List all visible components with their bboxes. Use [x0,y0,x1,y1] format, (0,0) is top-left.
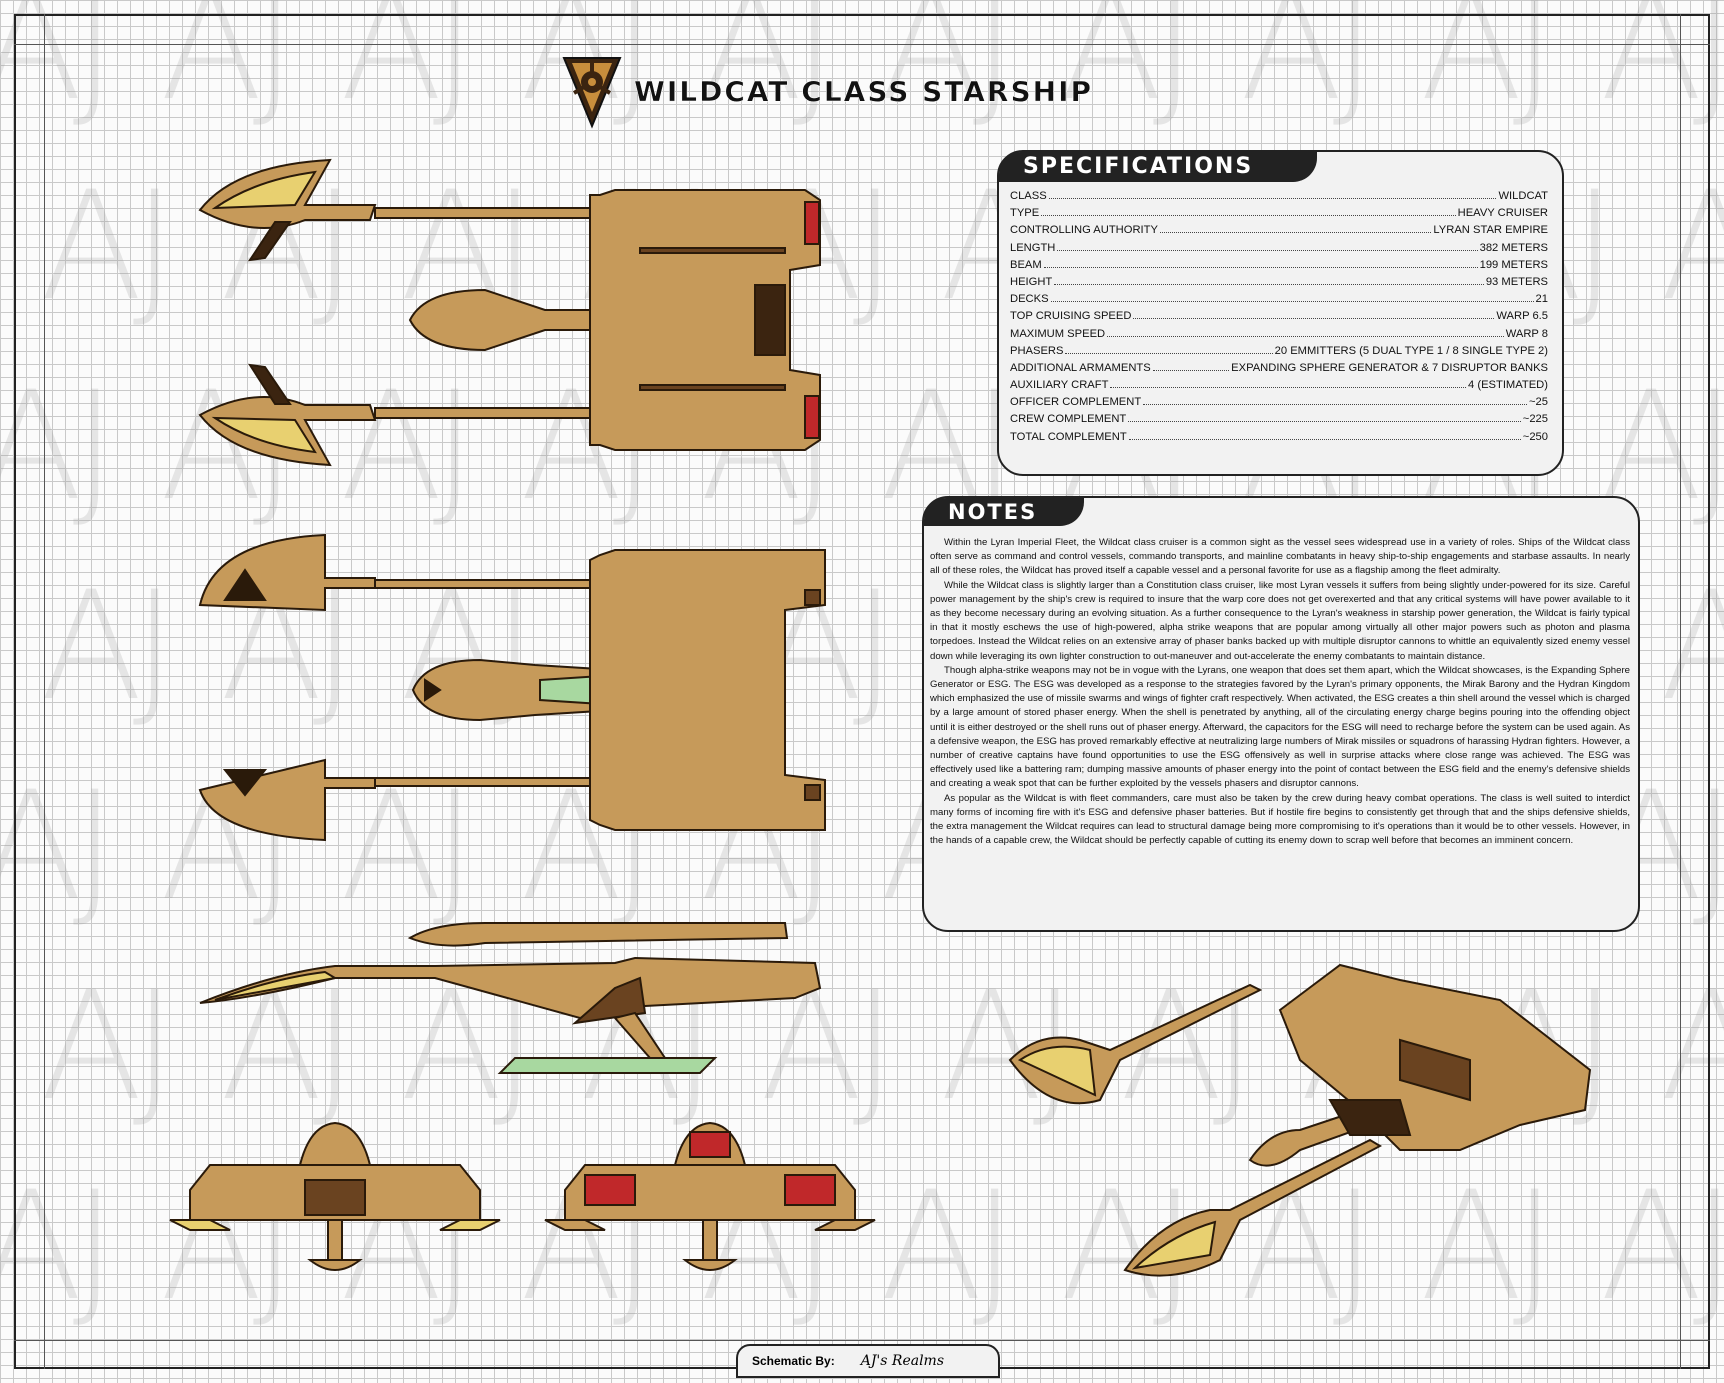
notes-paragraph: Though alpha-strike weapons may not be i… [930,664,1630,790]
dot-leader [1048,198,1497,199]
dot-leader [1159,232,1432,234]
spec-key: TOP CRUISING SPEED [1010,310,1132,323]
spec-row: HEIGHT 93 METERS [1010,276,1548,293]
dot-leader [1054,283,1484,285]
ship-perspective-view [1008,963,1592,1277]
spec-row: OFFICER COMPLEMENT ~25 [1010,396,1548,413]
spec-row: TOP CRUISING SPEED WARP 6.5 [1010,310,1548,327]
dot-leader [1107,335,1504,337]
author-signature: AJ's Realms [860,1353,945,1369]
title-block: WILDCAT CLASS STARSHIP [562,54,1093,129]
spec-key: CONTROLLING AUTHORITY [1010,224,1158,237]
frame-inner-left [44,14,45,1369]
notes-heading: NOTES [924,498,1084,526]
spec-value: ~250 [1522,430,1548,443]
dot-leader [1128,421,1521,423]
spec-row: MAXIMUM SPEED WARP 8 [1010,328,1548,345]
frame-inner-bottom [14,1340,1710,1341]
spec-value: HEAVY CRUISER [1457,207,1548,220]
schematic-by-label: Schematic By: [752,1354,835,1368]
spec-row: DECKS 21 [1010,293,1548,310]
notes-panel [922,496,1640,932]
spec-key: HEIGHT [1010,275,1053,288]
spec-value: 20 EMMITTERS (5 DUAL TYPE 1 / 8 SINGLE T… [1274,344,1548,357]
dot-leader [1110,387,1467,389]
frame-top [14,14,1710,16]
spec-value: 382 METERS [1479,241,1548,254]
spec-row: BEAM 199 METERS [1010,259,1548,276]
ship-side-view [199,922,822,1074]
spec-key: PHASERS [1010,344,1064,357]
spec-value: WARP 8 [1505,327,1548,340]
spec-value: 199 METERS [1479,258,1548,271]
spec-value: ~25 [1529,396,1548,409]
spec-key: AUXILIARY CRAFT [1010,379,1109,392]
dot-leader [1050,301,1534,303]
notes-paragraph: As popular as the Wildcat is with fleet … [930,792,1630,847]
lyran-emblem-icon [562,57,622,129]
frame-inner-top [14,44,1710,45]
spec-value: WARP 6.5 [1496,310,1548,323]
spec-key: TYPE [1010,207,1040,220]
dot-leader [1065,352,1273,354]
dot-leader [1152,369,1230,371]
ship-top-view [198,158,821,467]
spec-key: OFFICER COMPLEMENT [1010,396,1142,409]
spec-value: 4 (ESTIMATED) [1468,379,1548,392]
frame-inner-right [1680,14,1681,1369]
spec-row: AUXILIARY CRAFT 4 (ESTIMATED) [1010,379,1548,396]
dot-leader [1128,438,1521,440]
ship-bottom-view [198,533,826,842]
spec-value: WILDCAT [1498,190,1548,202]
specifications-heading: SPECIFICATIONS [999,152,1317,182]
spec-row: CONTROLLING AUTHORITY LYRAN STAR EMPIRE [1010,224,1548,241]
spec-key: MAXIMUM SPEED [1010,327,1106,340]
spec-key: DECKS [1010,293,1049,306]
dot-leader [1041,215,1456,217]
spec-value: 21 [1535,293,1548,306]
spec-key: TOTAL COMPLEMENT [1010,430,1127,443]
dot-leader [1043,266,1478,268]
ship-rear-view [544,1121,876,1271]
page-title: WILDCAT CLASS STARSHIP [634,75,1094,109]
spec-value: LYRAN STAR EMPIRE [1433,224,1548,237]
schematic-credit: Schematic By: AJ's Realms [736,1344,1000,1378]
spec-value: 93 METERS [1485,275,1548,288]
spec-row: CLASS WILDCAT [1010,190,1548,207]
specifications-list: CLASS WILDCAT TYPE HEAVY CRUISER CONTROLLING… [1010,190,1548,448]
spec-row: LENGTH 382 METERS [1010,242,1548,259]
notes-paragraph: Within the Lyran Imperial Fleet, the Wil… [930,537,1630,577]
spec-key: CREW COMPLEMENT [1010,413,1127,426]
dot-leader [1057,249,1478,251]
spec-key: LENGTH [1010,241,1056,254]
spec-key: BEAM [1010,258,1042,271]
frame-left [14,14,16,1369]
spec-value: ~225 [1522,413,1548,426]
ship-front-view [169,1121,501,1271]
spec-row: ADDITIONAL ARMAMENTS EXPANDING SPHERE GEN… [1010,362,1548,379]
spec-key: CLASS [1010,190,1047,202]
frame-right [1708,14,1710,1369]
dot-leader [1143,404,1528,406]
spec-row: TYPE HEAVY CRUISER [1010,207,1548,224]
notes-body: Within the Lyran Imperial Fleet, the Wil… [930,536,1630,848]
spec-key: ADDITIONAL ARMAMENTS [1010,361,1151,374]
spec-row: TOTAL COMPLEMENT ~250 [1010,431,1548,448]
spec-row: PHASERS 20 EMMITTERS (5 DUAL TYPE 1 / 8 S… [1010,345,1548,362]
notes-paragraph: While the Wildcat class is slightly larg… [930,579,1630,662]
spec-row: CREW COMPLEMENT ~225 [1010,413,1548,430]
spec-value: EXPANDING SPHERE GENERATOR & 7 DISRUPTOR… [1231,361,1548,374]
dot-leader [1133,318,1495,320]
